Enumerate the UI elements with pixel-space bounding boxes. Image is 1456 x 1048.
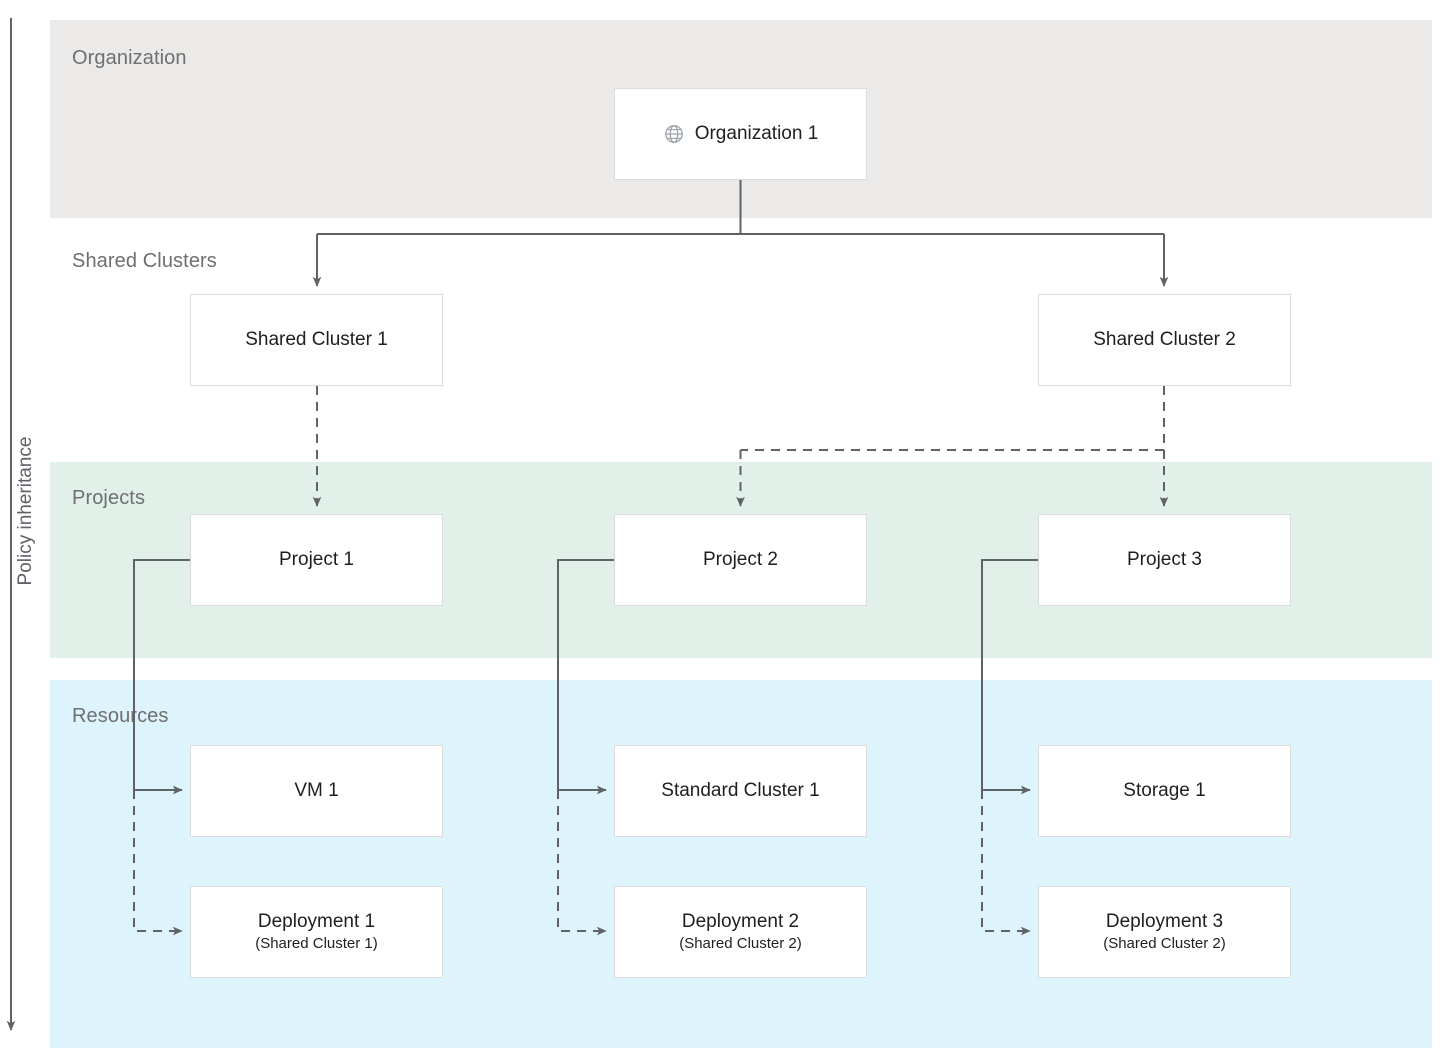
node-title: Organization 1 — [694, 123, 819, 144]
node-title: Project 2 — [703, 549, 778, 570]
node-deployment-3[interactable]: Deployment 3 (Shared Cluster 2) — [1038, 886, 1291, 978]
node-title: Standard Cluster 1 — [661, 780, 820, 801]
band-label-resources: Resources — [72, 705, 169, 727]
node-deployment-1[interactable]: Deployment 1 (Shared Cluster 1) — [190, 886, 443, 978]
band-label-shared-clusters: Shared Clusters — [72, 250, 217, 272]
node-title: Deployment 1 — [257, 911, 376, 932]
band-label-organization: Organization — [72, 47, 187, 69]
globe-icon — [663, 123, 685, 145]
node-shared-cluster-1[interactable]: Shared Cluster 1 — [190, 294, 443, 386]
band-label-projects: Projects — [72, 487, 146, 509]
node-subtitle: (Shared Cluster 2) — [679, 935, 802, 952]
node-project-2[interactable]: Project 2 — [614, 514, 867, 606]
node-title: Storage 1 — [1123, 780, 1206, 801]
node-deployment-2[interactable]: Deployment 2 (Shared Cluster 2) — [614, 886, 867, 978]
node-title: Deployment 3 — [1105, 911, 1224, 932]
node-title: Shared Cluster 1 — [245, 329, 388, 350]
node-subtitle: (Shared Cluster 2) — [1103, 935, 1226, 952]
node-organization-1[interactable]: Organization 1 — [614, 88, 867, 180]
node-title: Shared Cluster 2 — [1093, 329, 1236, 350]
node-subtitle: (Shared Cluster 1) — [255, 935, 378, 952]
node-storage-1[interactable]: Storage 1 — [1038, 745, 1291, 837]
node-standard-cluster-1[interactable]: Standard Cluster 1 — [614, 745, 867, 837]
node-vm-1[interactable]: VM 1 — [190, 745, 443, 837]
node-project-3[interactable]: Project 3 — [1038, 514, 1291, 606]
node-title: Project 1 — [279, 549, 354, 570]
node-shared-cluster-2[interactable]: Shared Cluster 2 — [1038, 294, 1291, 386]
policy-inheritance-label: Policy inheritance — [15, 436, 36, 586]
node-title: Project 3 — [1127, 549, 1202, 570]
band-resources — [50, 680, 1432, 1048]
node-title: Deployment 2 — [681, 911, 800, 932]
node-title: VM 1 — [294, 780, 339, 801]
node-project-1[interactable]: Project 1 — [190, 514, 443, 606]
